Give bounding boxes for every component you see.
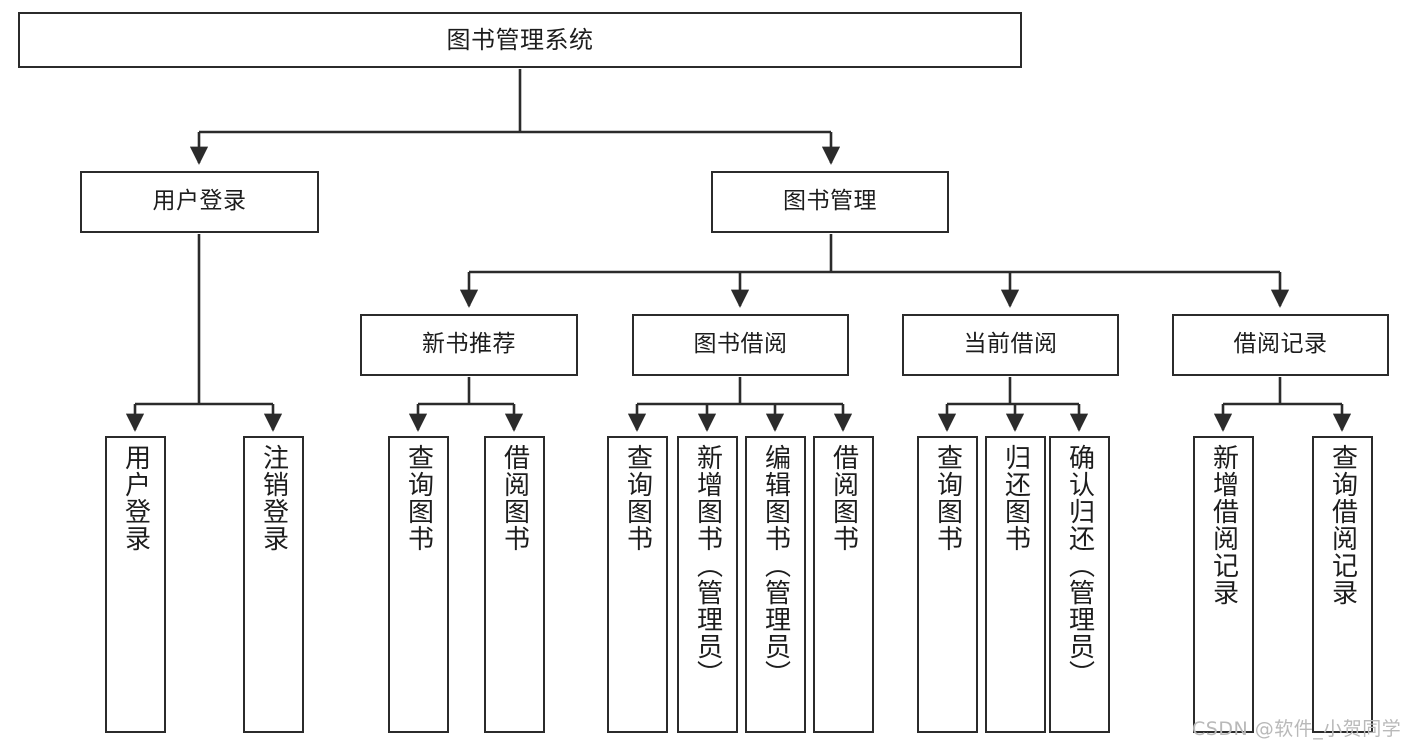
node-book-manage[interactable]: 图书管理: [711, 171, 949, 233]
node-current-borrow[interactable]: 当前借阅: [902, 314, 1119, 376]
node-leaf-confirm-return[interactable]: 确认归还（管理员）: [1049, 436, 1110, 733]
node-leaf-borrow-book-1[interactable]: 借阅图书: [484, 436, 545, 733]
node-label: 图书管理: [783, 188, 877, 215]
node-leaf-borrow-book-2[interactable]: 借阅图书: [813, 436, 874, 733]
node-leaf-add-book[interactable]: 新增图书（管理员）: [677, 436, 738, 733]
node-label: 借阅图书: [499, 444, 530, 552]
node-label: 查询借阅记录: [1327, 444, 1358, 606]
watermark-text: CSDN @软件_小贺同学: [1192, 718, 1402, 740]
node-leaf-query-record[interactable]: 查询借阅记录: [1312, 436, 1373, 733]
node-root-system[interactable]: 图书管理系统: [18, 12, 1022, 68]
node-label: 借阅记录: [1233, 331, 1328, 358]
node-label: 图书借阅: [693, 331, 788, 358]
node-book-borrow[interactable]: 图书借阅: [632, 314, 849, 376]
node-label: 查询图书: [622, 444, 653, 552]
node-leaf-return-book[interactable]: 归还图书: [985, 436, 1046, 733]
node-label: 用户登录: [120, 444, 151, 552]
node-borrow-record[interactable]: 借阅记录: [1172, 314, 1389, 376]
node-leaf-query-book-1[interactable]: 查询图书: [388, 436, 449, 733]
node-label: 注销登录: [258, 444, 289, 552]
node-label: 用户登录: [152, 188, 247, 215]
node-label: 编辑图书（管理员）: [760, 444, 791, 687]
node-label: 借阅图书: [828, 444, 859, 552]
node-leaf-edit-book[interactable]: 编辑图书（管理员）: [745, 436, 806, 733]
node-label: 查询图书: [932, 444, 963, 552]
node-label: 新书推荐: [422, 331, 516, 358]
node-leaf-query-book-3[interactable]: 查询图书: [917, 436, 978, 733]
node-label: 当前借阅: [963, 331, 1058, 358]
node-leaf-add-record[interactable]: 新增借阅记录: [1193, 436, 1254, 733]
node-user-login[interactable]: 用户登录: [80, 171, 319, 233]
node-new-book-rec[interactable]: 新书推荐: [360, 314, 578, 376]
node-label: 确认归还（管理员）: [1064, 444, 1095, 687]
node-label: 新增借阅记录: [1208, 444, 1239, 606]
node-label: 图书管理系统: [446, 25, 594, 54]
node-label: 查询图书: [403, 444, 434, 552]
node-leaf-query-book-2[interactable]: 查询图书: [607, 436, 668, 733]
node-leaf-user-login[interactable]: 用户登录: [105, 436, 166, 733]
node-label: 归还图书: [1000, 444, 1031, 552]
node-label: 新增图书（管理员）: [692, 444, 723, 687]
node-leaf-logout[interactable]: 注销登录: [243, 436, 304, 733]
